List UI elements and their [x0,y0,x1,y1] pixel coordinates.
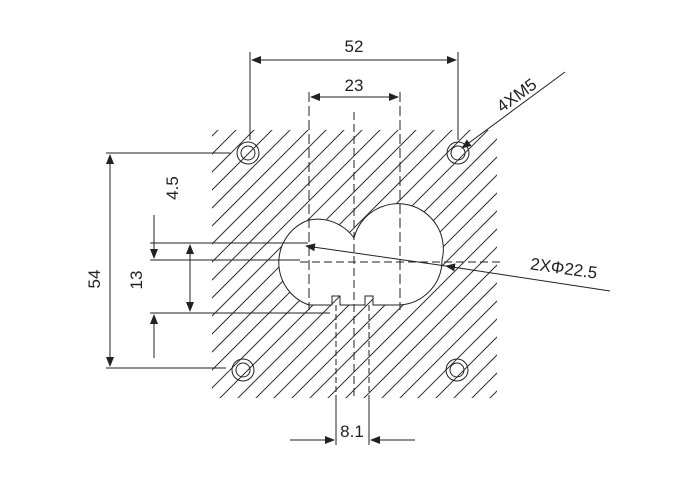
dimension-54: 54 [85,152,230,369]
hatch-line [357,130,497,398]
threaded-hole-top-right [446,141,470,165]
dimension-52: 52 [249,37,459,140]
hatch-line [411,130,497,398]
dimension-23-label: 23 [345,76,364,95]
hatch-line [212,130,337,398]
hatch-line [0,120,138,440]
hatch-line [0,120,210,440]
threaded-hole-bottom-right [445,358,469,382]
hatch-line [212,130,229,398]
dimension-23: 23 [310,76,399,101]
dimension-13-label: 13 [127,271,146,290]
hatch-line [375,130,497,398]
hatch-line [212,130,355,398]
hatch-line [212,130,497,398]
hatch-line [285,130,497,398]
hatch-line [212,130,481,398]
hatch-line [249,130,497,398]
hatch-line [321,130,497,398]
hatch-line [212,130,319,398]
bore-profile-outline [278,203,444,306]
hatch-line [212,130,373,398]
hatch-line [213,130,497,398]
threaded-hole-bottom-left [231,358,255,382]
dimension-52-label: 52 [345,37,364,56]
hatch-line [212,130,283,398]
hatch-line [212,130,497,398]
dimension-4-5-label: 4.5 [163,176,182,200]
hatch-line [520,120,700,440]
dimension-8-1-label: 8.1 [340,422,364,441]
hatch-line [393,130,497,398]
dimension-8-1: 8.1 [290,400,415,445]
dimension-54-label: 54 [85,270,104,289]
hatch-line [538,120,700,440]
callout-threaded-holes: 4XM5 [461,71,566,149]
hatch-line [231,130,497,398]
hatch-line [212,130,427,398]
hatch-line [339,130,497,398]
hatch-line [502,120,700,440]
hatch-line [212,130,301,398]
hatch-line [212,130,247,398]
hatch-line [303,130,497,398]
hatch-line [429,130,497,398]
hatch-line [212,130,445,398]
callout-2xd22-5-label: 2XΦ22.5 [529,254,598,282]
hatch-line [212,130,409,398]
dimension-13: 13 4.5 [127,176,330,358]
threaded-hole-top-left [236,141,260,165]
hatch-line [212,130,391,398]
